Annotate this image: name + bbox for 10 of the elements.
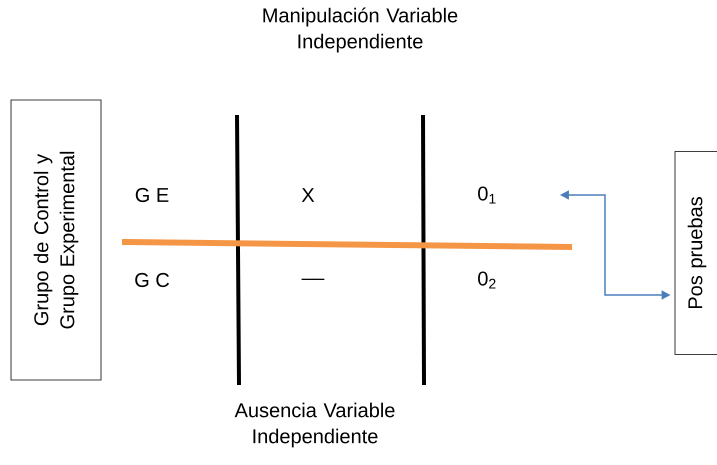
observation-label: 0$_{1}$ bbox=[478, 186, 496, 204]
text-box: Grupo de Control y Grupo Experimental bbox=[10, 100, 102, 380]
treatment-mark: X bbox=[302, 188, 314, 202]
text-box: Pos pruebas bbox=[674, 151, 717, 355]
group-label: G E bbox=[136, 188, 168, 202]
group-label: G C bbox=[135, 272, 169, 288]
observation-label: 0$_{2}$ bbox=[478, 271, 496, 289]
heading-text: Manipulación Variable Independiente bbox=[263, 8, 458, 52]
treatment-mark: __ bbox=[302, 278, 324, 280]
heading-text: Ausencia Variable Independiente bbox=[234, 402, 394, 448]
